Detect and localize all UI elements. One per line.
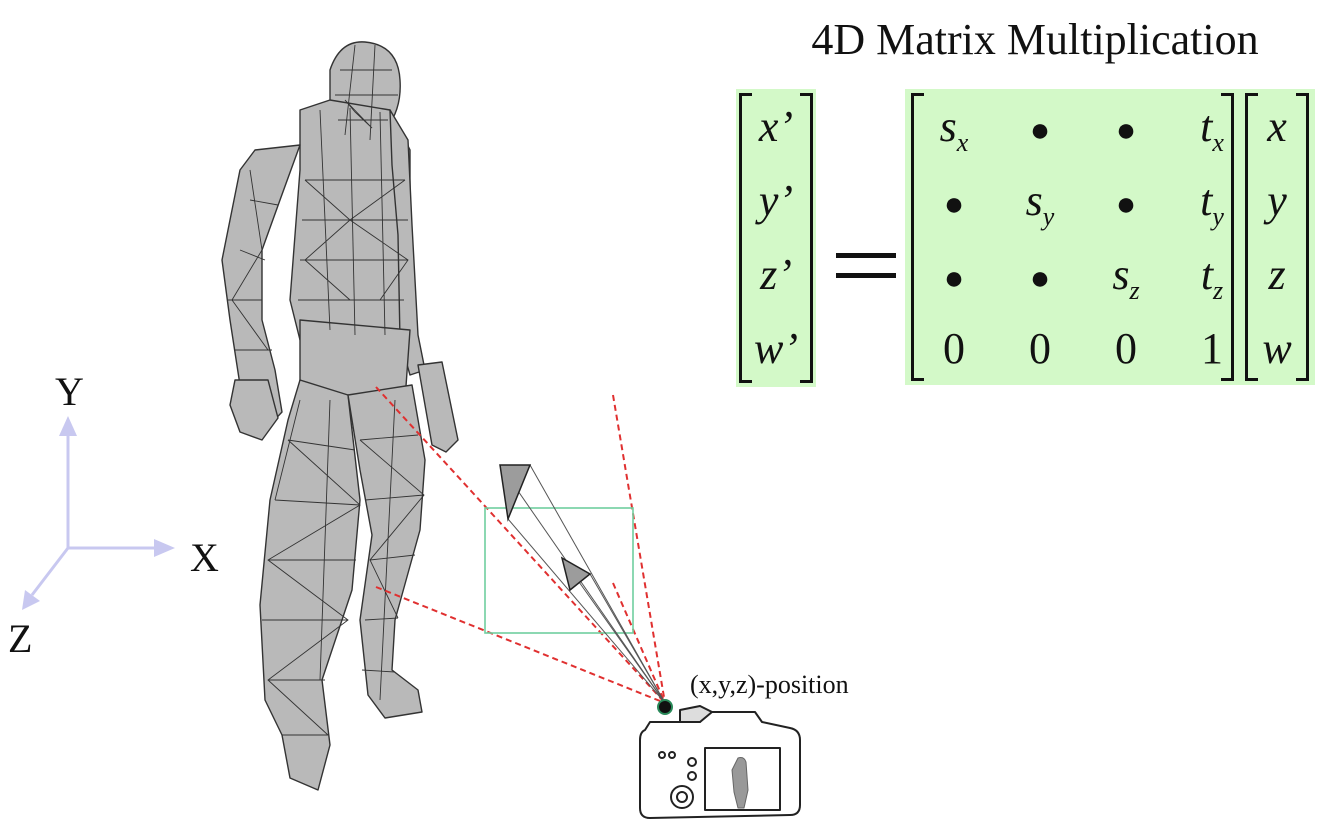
bullet-icon: ● [1115, 186, 1137, 223]
matrix-symbol-entry: ty [1167, 165, 1257, 237]
matrix-dot-entry: ● [909, 239, 999, 311]
equals-bar [836, 273, 896, 278]
matrix-dot-entry: ● [995, 91, 1085, 163]
matrix-symbol-subscript: y [1042, 202, 1055, 231]
equals-bar [836, 253, 896, 258]
y-axis-arrowhead [59, 416, 77, 436]
projected-triangle [560, 556, 592, 592]
z-axis-arrowhead [22, 590, 40, 610]
frustum-lines [375, 386, 666, 704]
view-window [484, 507, 634, 634]
camera-position-point [657, 699, 673, 715]
character-right-leg [347, 384, 426, 719]
character-right-arm [389, 109, 426, 376]
matrix-symbol-entry: sy [995, 165, 1085, 237]
input-entry: y [1267, 176, 1287, 225]
output-entry: y’ [758, 176, 794, 225]
matrix-symbol-entry: sz [1081, 239, 1171, 311]
bullet-icon: ● [943, 186, 965, 223]
input-right-bracket [1296, 93, 1309, 381]
bullet-icon: ● [1029, 260, 1051, 297]
matrix-number-entry: 0 [1029, 324, 1051, 373]
bullet-icon: ● [1029, 112, 1051, 149]
matrix-dot-entry: ● [1081, 91, 1171, 163]
matrix-dot-entry: ● [909, 165, 999, 237]
matrix-number-entry: 0 [1115, 324, 1137, 373]
matrix-symbol-subscript: y [1212, 202, 1224, 231]
matrix-symbol-subscript: x [1212, 128, 1224, 157]
input-left-bracket [1245, 93, 1258, 381]
output-vector: x’ y’ z’ w’ [736, 89, 816, 387]
matrix-symbol-base: s [939, 102, 957, 151]
input-entry: x [1267, 102, 1287, 151]
output-right-bracket [800, 93, 813, 383]
character-left-leg [259, 379, 361, 791]
matrix-symbol-base: t [1200, 250, 1214, 299]
x-axis-label: X [190, 535, 219, 580]
output-entry: z’ [760, 250, 792, 299]
character-book [417, 361, 459, 453]
matrix-number-entry: 1 [1201, 324, 1223, 373]
matrix-left-bracket [911, 93, 924, 381]
coordinate-axes [22, 416, 175, 610]
output-left-bracket [739, 93, 752, 383]
camera-icon [639, 705, 801, 819]
output-entry: w’ [754, 324, 798, 373]
x-axis-arrowhead [154, 539, 175, 557]
bullet-icon: ● [1115, 112, 1137, 149]
bullet-icon: ● [943, 260, 965, 297]
scene-triangle [499, 464, 532, 522]
output-entry: x’ [758, 102, 794, 151]
matrix-symbol-base: t [1200, 102, 1213, 151]
input-entry: z [1268, 250, 1286, 299]
character-mesh-lines [228, 44, 425, 736]
wireframe-character [221, 41, 459, 791]
matrix-dot-entry: ● [1081, 165, 1171, 237]
camera-screen-figure [731, 757, 749, 809]
y-axis-label: Y [55, 369, 84, 414]
matrix-number-entry: 0 [943, 324, 965, 373]
z-axis-label: Z [8, 616, 33, 661]
page-title: 4D Matrix Multiplication [811, 15, 1259, 64]
matrix-symbol-entry: tz [1167, 239, 1257, 311]
input-entry: w [1262, 324, 1292, 373]
equals-sign [836, 247, 896, 283]
matrix-symbol-base: s [1112, 250, 1130, 299]
matrix-symbol-subscript: z [1129, 276, 1140, 305]
matrix-symbol-entry: tx [1167, 91, 1257, 163]
projection-rays [499, 464, 666, 704]
matrix-symbol-base: s [1025, 176, 1043, 225]
z-axis [30, 547, 70, 596]
character-left-hand [229, 379, 279, 441]
matrix-symbol-subscript: z [1213, 276, 1224, 305]
matrix-symbol-entry: sx [909, 91, 999, 163]
camera-position-label: (x,y,z)-position [690, 670, 849, 699]
matrix-symbol-subscript: x [956, 128, 969, 157]
matrix-symbol-base: t [1200, 176, 1213, 225]
matrix-dot-entry: ● [995, 239, 1085, 311]
matrix-right-bracket [1221, 93, 1234, 381]
